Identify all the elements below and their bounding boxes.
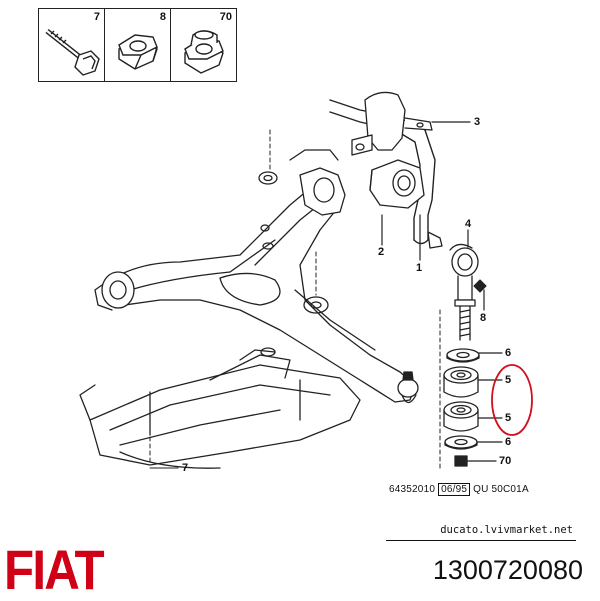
callout-6-top: 6 xyxy=(505,347,512,359)
reference-date: 06/95 xyxy=(438,483,471,496)
site-label: ducato.lvivmarket.net xyxy=(440,524,573,536)
rubber-bushing-bottom xyxy=(443,401,479,432)
callout-6-bottom: 6 xyxy=(505,436,512,448)
callout-1: 1 xyxy=(416,262,423,274)
site-underline xyxy=(386,540,576,541)
legend-cell-lock-nut: 70 xyxy=(171,9,236,81)
hex-nut-icon xyxy=(118,34,158,70)
part-number: 1300720080 xyxy=(432,555,583,585)
drawing-reference: 64352010 06/95 QU 50C01A xyxy=(389,483,529,496)
callout-5-top: 5 xyxy=(505,374,512,386)
locator-lines xyxy=(149,129,441,471)
callout-3: 3 xyxy=(474,116,481,128)
legend-number: 8 xyxy=(159,11,166,23)
callout-70: 70 xyxy=(499,455,512,467)
washer-top xyxy=(446,348,480,363)
parts-legend-box: 7 8 7 xyxy=(38,8,237,82)
lower-control-arm xyxy=(94,149,419,404)
rubber-bushing-top xyxy=(443,366,479,398)
legend-number: 7 xyxy=(93,11,100,23)
stabilizer-bushing xyxy=(369,159,425,209)
washer-bottom xyxy=(444,435,478,450)
callout-4: 4 xyxy=(465,218,472,230)
leader-lines xyxy=(381,121,503,462)
callout-7: 7 xyxy=(182,462,189,474)
lock-nut-icon xyxy=(184,30,224,74)
stabilizer-bracket xyxy=(351,91,433,156)
reference-code: 64352010 xyxy=(389,484,436,495)
callout-5-bottom: 5 xyxy=(505,412,512,424)
bolt-icon xyxy=(45,29,100,76)
callout-8: 8 xyxy=(480,312,487,324)
legend-cell-bolt: 7 xyxy=(39,9,105,81)
stabilizer-link xyxy=(449,243,479,341)
brand-logo: FIAT xyxy=(4,538,105,601)
reference-suffix: QU 50C01A xyxy=(473,484,529,495)
highlight-circle xyxy=(491,364,533,436)
subframe xyxy=(79,347,361,469)
legend-cell-nut: 8 xyxy=(105,9,171,81)
legend-number: 70 xyxy=(219,11,232,23)
lock-nut xyxy=(454,455,468,467)
callout-2: 2 xyxy=(378,246,385,258)
